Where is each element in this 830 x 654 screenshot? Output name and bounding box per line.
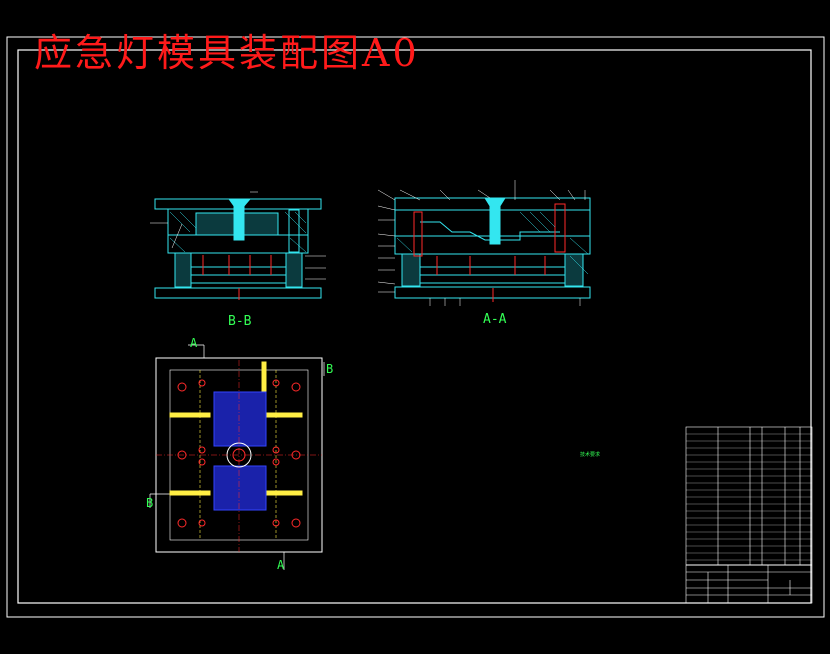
plan-view <box>149 344 325 570</box>
plan-bolt-holes <box>177 379 301 528</box>
plan-cut-lines <box>149 344 325 570</box>
bb-leader-lines <box>150 191 326 280</box>
cut-mark-a-top: A <box>190 336 198 350</box>
drawing-title: 应急灯模具装配图A0 <box>34 31 420 75</box>
plan-runner-bar <box>169 490 211 496</box>
plan-cavity-lower <box>213 465 267 511</box>
cut-mark-b-left: B <box>146 496 154 510</box>
plan-runner-bar <box>261 490 303 496</box>
aa-bottom-leaders <box>429 298 581 306</box>
bb-ejector-retainer <box>190 266 287 276</box>
section-view-bb <box>150 191 326 300</box>
parts-list-table <box>685 426 813 604</box>
inner-frame <box>17 49 812 604</box>
section-bb-label: B-B <box>228 314 252 329</box>
bb-ejector-plate <box>190 274 287 284</box>
aa-ejector-retainer <box>419 266 566 276</box>
bb-spacer-right <box>285 252 303 288</box>
cut-mark-a-bottom: A <box>277 558 285 572</box>
aa-leader-lines <box>377 180 586 293</box>
section-aa-label: A-A <box>483 312 507 327</box>
parts-list-border <box>685 426 813 604</box>
outer-frame <box>6 36 825 618</box>
aa-sprue-bushing <box>484 197 506 245</box>
aa-guide-pillar <box>554 203 566 253</box>
plan-runner-bar <box>169 412 211 418</box>
bb-spacer-left <box>174 252 192 288</box>
aa-spacer-right <box>564 253 584 287</box>
plan-runner-bar <box>261 412 303 418</box>
bb-hatch <box>169 211 307 253</box>
section-view-aa <box>377 180 591 306</box>
aa-ejector-plate <box>419 274 566 284</box>
tech-requirements-title: 技术要求 <box>579 452 600 458</box>
bb-sprue-bushing <box>228 198 252 241</box>
technical-requirements: 技术要求 <box>515 452 665 460</box>
bb-guide-pillar <box>288 209 300 253</box>
plan-cavity-upper <box>213 391 267 447</box>
cut-mark-b-right: B <box>326 362 334 376</box>
aa-return-pin <box>413 211 423 257</box>
aa-spacer-left <box>401 253 421 287</box>
aa-hatch <box>396 211 589 275</box>
bb-bottom-clamp-plate <box>154 287 322 299</box>
